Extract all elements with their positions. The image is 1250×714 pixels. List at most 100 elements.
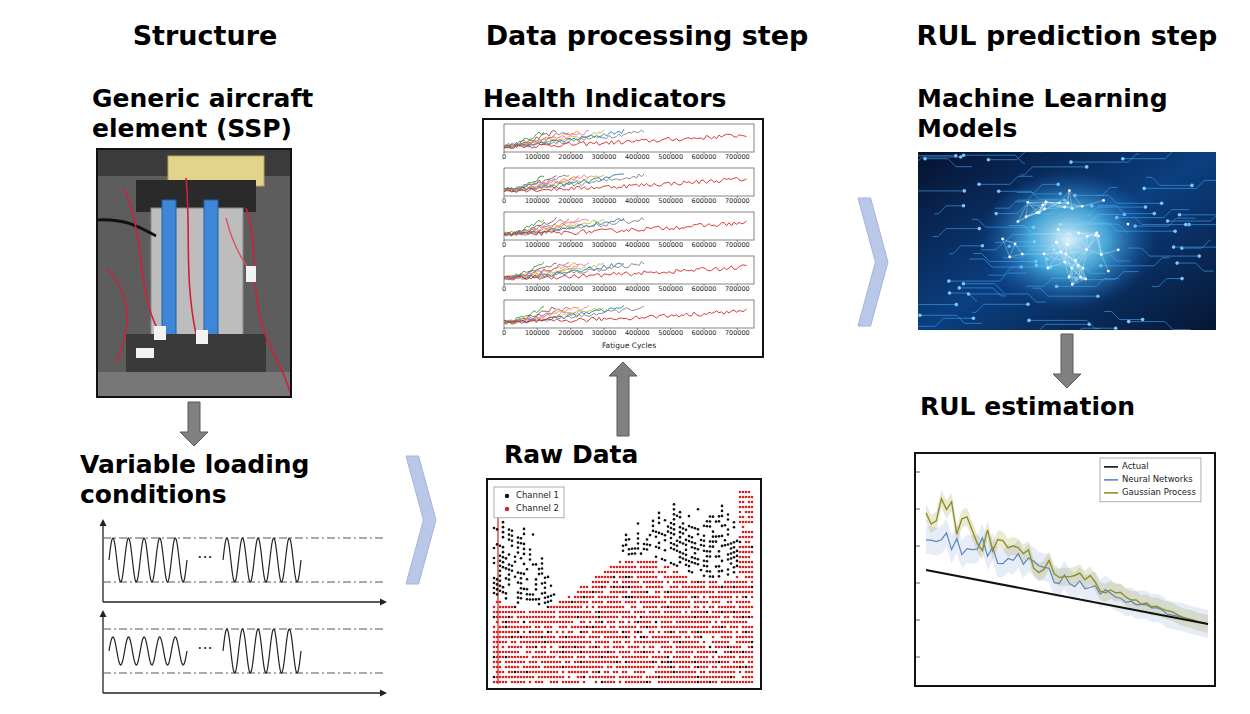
data-point xyxy=(742,606,745,609)
connector xyxy=(154,326,166,340)
data-point xyxy=(598,666,601,669)
data-point xyxy=(577,646,580,649)
data-point xyxy=(739,591,742,594)
data-point xyxy=(727,636,730,639)
data-point xyxy=(526,593,529,596)
data-point xyxy=(613,641,616,644)
data-point xyxy=(670,666,673,669)
data-point xyxy=(667,651,670,654)
data-point xyxy=(700,636,703,639)
data-point xyxy=(514,606,517,609)
data-point xyxy=(529,558,532,561)
data-point xyxy=(565,606,568,609)
data-point xyxy=(712,591,715,594)
data-point xyxy=(505,606,508,609)
data-point xyxy=(694,606,697,609)
load-wave xyxy=(223,538,301,582)
data-point xyxy=(721,666,724,669)
health-curve xyxy=(504,265,747,280)
tick-label: 100000 xyxy=(525,154,550,161)
data-point xyxy=(634,616,637,619)
data-point xyxy=(685,611,688,614)
data-point xyxy=(682,631,685,634)
data-point xyxy=(529,626,532,629)
data-point xyxy=(640,591,643,594)
data-point xyxy=(625,626,628,629)
data-point xyxy=(610,636,613,639)
data-point xyxy=(589,611,592,614)
data-point xyxy=(721,586,724,589)
data-point xyxy=(538,636,541,639)
data-point xyxy=(532,646,535,649)
data-point xyxy=(661,533,664,536)
connector xyxy=(609,362,637,436)
data-point xyxy=(550,616,553,619)
data-point xyxy=(685,554,688,557)
data-point xyxy=(676,616,679,619)
data-point xyxy=(727,631,730,634)
data-point xyxy=(655,671,658,674)
data-point xyxy=(661,656,664,659)
data-point xyxy=(733,571,736,574)
data-point xyxy=(688,586,691,589)
data-point xyxy=(508,626,511,629)
data-point xyxy=(634,666,637,669)
data-point xyxy=(742,591,745,594)
data-point xyxy=(667,666,670,669)
data-point xyxy=(652,530,655,533)
data-point xyxy=(703,646,706,649)
data-point xyxy=(724,611,727,614)
subplot-frame xyxy=(504,300,754,328)
data-point xyxy=(514,661,517,664)
data-point xyxy=(697,591,700,594)
data-point xyxy=(592,671,595,674)
data-point xyxy=(613,631,616,634)
data-point xyxy=(664,576,667,579)
data-point xyxy=(514,636,517,639)
data-point xyxy=(595,636,598,639)
data-point xyxy=(553,616,556,619)
data-point xyxy=(703,591,706,594)
data-point xyxy=(694,676,697,679)
data-point xyxy=(685,606,688,609)
data-point xyxy=(643,548,646,551)
data-point xyxy=(550,611,553,614)
data-point xyxy=(724,586,727,589)
data-point xyxy=(499,564,502,567)
data-point xyxy=(613,581,616,584)
data-point xyxy=(613,601,616,604)
data-point xyxy=(658,676,661,679)
data-point xyxy=(493,577,496,580)
data-point xyxy=(535,641,538,644)
data-point xyxy=(643,566,646,569)
data-point xyxy=(592,631,595,634)
data-point xyxy=(706,520,709,523)
data-point xyxy=(538,603,541,606)
data-point xyxy=(595,671,598,674)
data-point xyxy=(733,651,736,654)
data-point xyxy=(736,611,739,614)
data-point xyxy=(502,531,505,534)
data-point xyxy=(730,552,733,555)
data-point xyxy=(562,646,565,649)
data-point xyxy=(610,681,613,684)
data-point xyxy=(604,661,607,664)
data-point xyxy=(643,666,646,669)
data-point xyxy=(517,601,520,604)
data-point xyxy=(499,559,502,562)
data-point xyxy=(541,562,544,565)
data-point xyxy=(694,621,697,624)
data-point xyxy=(517,581,520,584)
data-point xyxy=(730,557,733,560)
data-point xyxy=(736,626,739,629)
data-point xyxy=(610,631,613,634)
data-point xyxy=(508,611,511,614)
data-point xyxy=(607,676,610,679)
data-point xyxy=(676,549,679,552)
data-point xyxy=(712,586,715,589)
data-point xyxy=(655,586,658,589)
data-point xyxy=(493,587,496,590)
data-point xyxy=(670,562,673,565)
data-point xyxy=(691,661,694,664)
data-point xyxy=(700,601,703,604)
